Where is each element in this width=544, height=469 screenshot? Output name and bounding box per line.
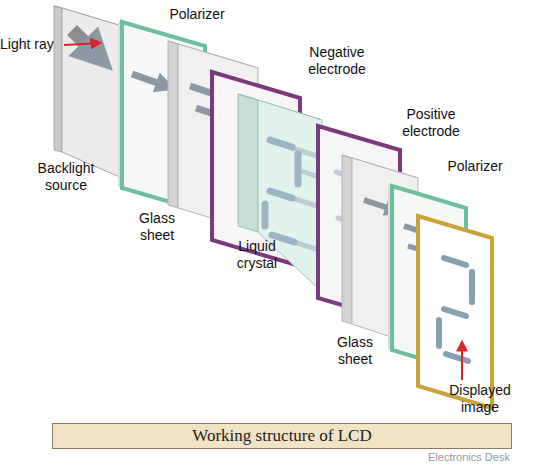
segment [270,140,292,147]
glass-side [168,41,178,208]
segment [436,320,442,346]
pointer-label: Light ray [0,36,66,53]
display-plate [418,216,492,408]
segment [295,154,302,184]
light-arrow [132,74,166,86]
figure-caption: Working structure of LCD [52,423,512,449]
watermark: Electronics Desk [428,451,510,464]
pointer-arrow [461,342,463,380]
part-label: Glass sheet [132,210,182,244]
segment [444,309,466,316]
segment [469,272,475,302]
segment [262,204,269,226]
crystal-side [238,94,258,232]
part-label: Liquid crystal [226,238,288,272]
segment [444,258,466,265]
part-label: Positive electrode [392,106,470,140]
pointer-arrow [64,43,100,45]
backlight-plate [62,8,122,178]
part-label: Polarizer [440,158,510,175]
part-label: Glass sheet [330,334,380,368]
backlight-side [54,6,62,152]
part-label: Polarizer [162,6,232,23]
pointer-label: Displayed image [438,382,522,416]
part-label: Backlight source [26,160,106,194]
glass-side [342,155,352,324]
segment [270,191,292,198]
part-label: Negative electrode [298,44,376,78]
segment [446,354,468,361]
